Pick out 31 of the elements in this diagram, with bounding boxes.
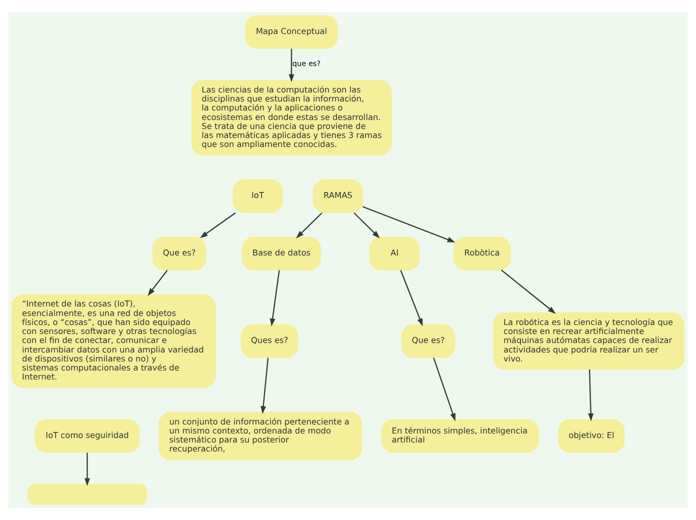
node-box: Mapa Conceptual [244, 15, 338, 49]
arrow [296, 212, 322, 238]
node-box: Base de datos [242, 236, 322, 270]
arrow [270, 270, 280, 326]
node-box [28, 484, 147, 505]
node-box: Robòtica [453, 236, 511, 270]
arrow [148, 270, 168, 296]
arrow [433, 358, 456, 422]
node-box: “Internet de las cosas (IoT), esencialmente, es una red de objetos físicos, o “cosas”, que han sido equipado con sensores, software y otras tecnologías con el fin de conectar, comunicar e intercambiar datos con una amplia variedad de dispositivos (similares o no) y sistemas computacionales a través de Internet. [12, 294, 216, 388]
arrow [200, 212, 236, 238]
node-box: RAMAS [312, 179, 364, 214]
node-box: Que es? [401, 324, 456, 358]
node-box: AI [369, 236, 420, 270]
edge-label: que es? [292, 59, 321, 68]
node-box: un conjunto de información perteneciente a un mismo contexto, ordenada de modo sistemático para su posterior recuperación, [158, 412, 362, 460]
node-box: La robótica es la ciencia y tecnología que consiste en recrear artificialmente máquinas autómatas capaces de realizar actividades que podría realizar un ser vivo. [492, 312, 684, 370]
node-box: Las ciencias de la computación son las disciplinas que estudian la información, la computación y la aplicaciones o ecosistemas en donde estas se desarrollan. Se trata de una ciencia que proviene de las matemáticas aplicadas y tienes 3 ramas que son ampliamente conocidas. [191, 80, 392, 156]
arrow [588, 369, 594, 422]
node-box: objetivo: El [558, 419, 625, 453]
arrow [288, 48, 294, 82]
arrow [500, 270, 556, 314]
node-box: En términos simples, inteligencia artificial [381, 419, 540, 453]
arrow [260, 358, 269, 414]
arrow [84, 452, 90, 486]
node-box: IoT como seguiridad [34, 419, 140, 453]
arrow [362, 206, 456, 242]
arrow [400, 270, 423, 326]
node-box: Ques es? [240, 324, 298, 358]
node-box: IoT [232, 179, 283, 214]
node-box: Que es? [152, 236, 206, 270]
arrow [354, 212, 380, 238]
